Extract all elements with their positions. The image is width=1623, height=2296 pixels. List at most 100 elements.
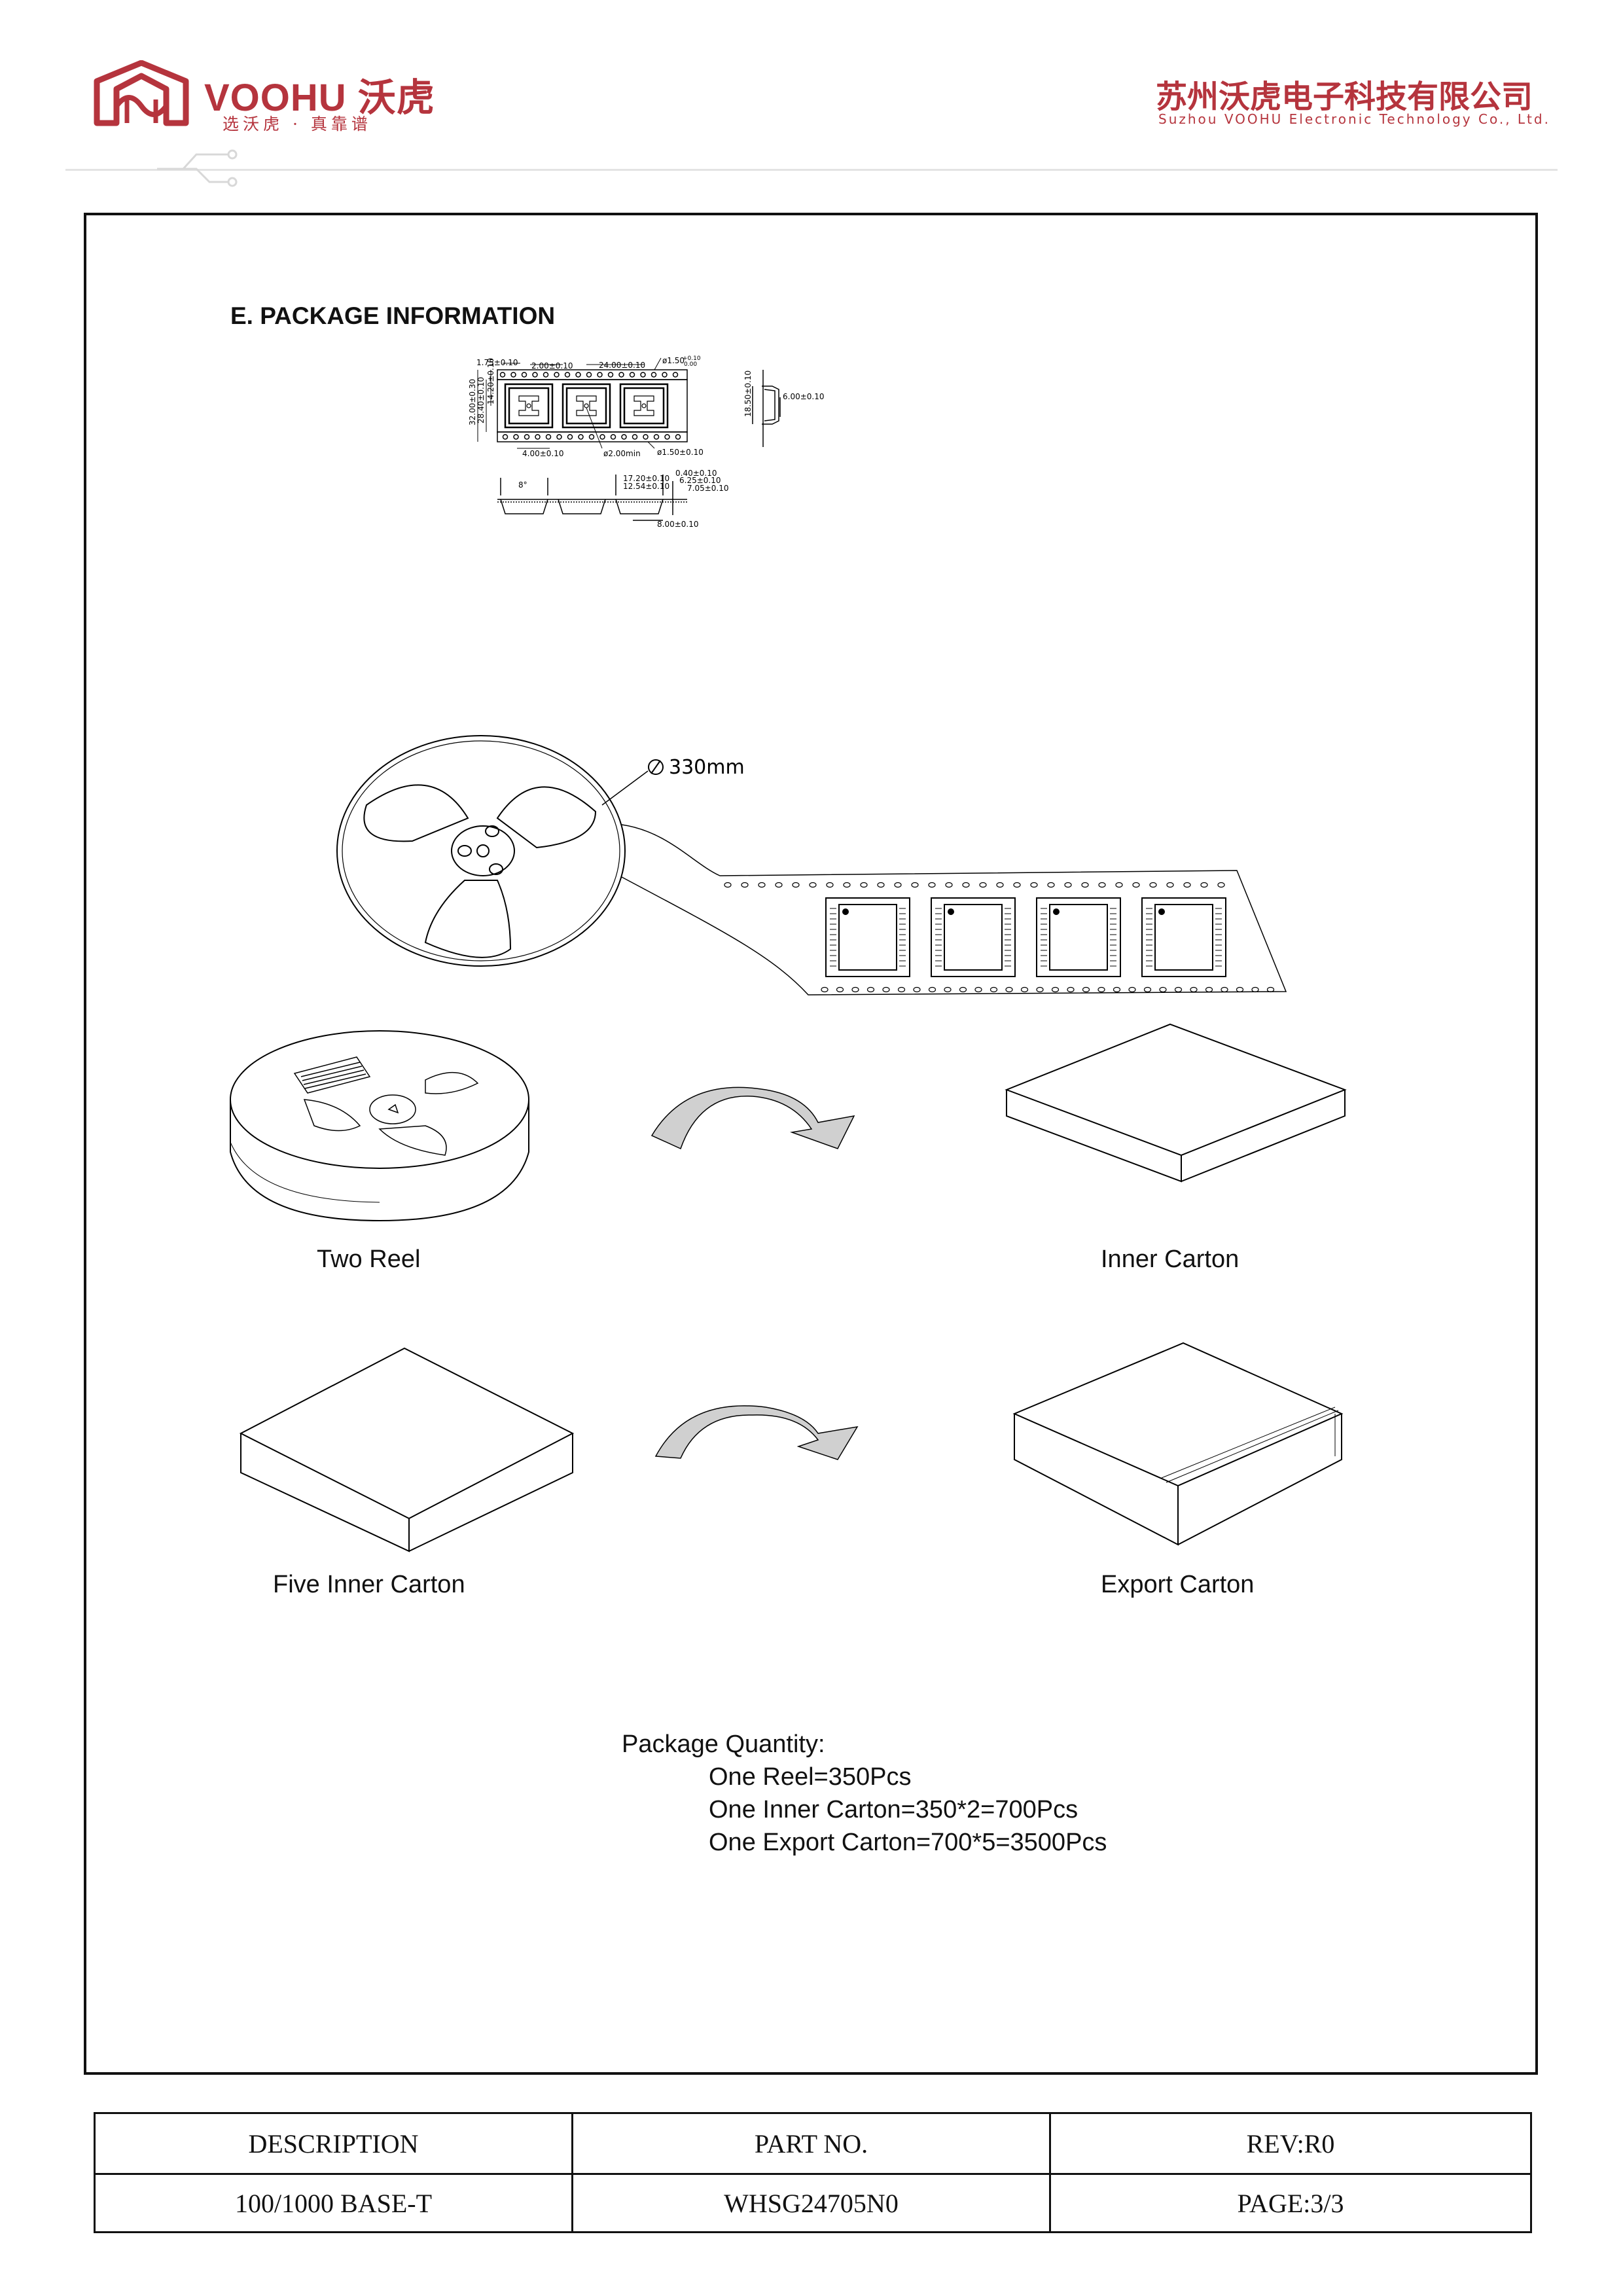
- dim-17-20: 17.20±0.10: [623, 474, 669, 483]
- sprocket-hole: [618, 372, 624, 378]
- tape-hole: [1064, 882, 1072, 888]
- dim-angle: 8°: [518, 480, 527, 490]
- label-inner-carton: Inner Carton: [1101, 1246, 1240, 1273]
- reel-diameter-label: 330mm: [669, 756, 745, 779]
- page-number: PAGE:3/3: [1237, 2188, 1344, 2218]
- pocket: [931, 897, 1016, 977]
- component: [1049, 904, 1108, 971]
- tape-hole: [866, 986, 875, 993]
- tape-hole: [775, 882, 783, 888]
- tape-hole: [809, 882, 817, 888]
- tape-hole: [1143, 986, 1152, 993]
- part-no-value: WHSG24705N0: [724, 2188, 899, 2218]
- dim-28-40: 28.40±0.10: [476, 377, 486, 423]
- tape-hole: [1020, 986, 1029, 993]
- packing-step-two-drawing: [239, 1342, 1344, 1552]
- tape-hole: [945, 882, 953, 888]
- dim-0-40: 0.40±0.10: [675, 469, 717, 478]
- dim-7-05: 7.05±0.10: [687, 484, 729, 493]
- tape-hole: [1166, 882, 1174, 888]
- dim-2-00-min: ø2.00min: [603, 449, 641, 458]
- brand-wordmark: VOOHU 沃虎: [204, 77, 435, 119]
- dim-6-00: 6.00±0.10: [783, 392, 825, 401]
- sprocket-hole: [651, 372, 657, 378]
- sprocket-hole: [499, 372, 506, 378]
- tape-hole: [979, 882, 987, 888]
- sprocket-hole: [556, 434, 562, 440]
- sprocket-hole: [599, 434, 605, 440]
- pin1-dot: [1053, 908, 1060, 915]
- tape-hole: [826, 882, 834, 888]
- tape-hole: [882, 986, 890, 993]
- label-two-reel: Two Reel: [317, 1246, 421, 1273]
- sprocket-hole: [662, 372, 668, 378]
- sprocket-hole: [588, 434, 595, 440]
- tape-hole: [928, 882, 936, 888]
- tape-hole: [1030, 882, 1038, 888]
- revision-header: REV:R0: [1246, 2128, 1335, 2159]
- sprocket-hole: [567, 434, 573, 440]
- sprocket-hole: [554, 372, 560, 378]
- content-frame: [84, 213, 1538, 2075]
- dim-8-00: 8.00±0.10: [657, 520, 699, 529]
- dim-1-50: ø1.50±0.10: [657, 448, 704, 457]
- pocket: [825, 897, 910, 977]
- brand-slogan: 选沃虎 · 真靠谱: [223, 115, 372, 134]
- pocket: [1036, 897, 1121, 977]
- tape-hole: [1251, 986, 1259, 993]
- tape-hole: [1113, 986, 1121, 993]
- tape-hole: [1115, 882, 1123, 888]
- label-export-carton: Export Carton: [1101, 1571, 1255, 1598]
- tape-hole: [1132, 882, 1140, 888]
- tape-hole: [913, 986, 921, 993]
- tape-hole: [911, 882, 919, 888]
- component: [944, 904, 1003, 971]
- sprocket-hole: [521, 372, 527, 378]
- tape-hole: [996, 882, 1004, 888]
- tape-hole: [1149, 882, 1157, 888]
- dim-32-00: 32.00±0.30: [468, 379, 477, 425]
- sprocket-hole: [640, 372, 646, 378]
- dim-4-00: 4.00±0.10: [522, 449, 564, 458]
- component: [838, 904, 897, 971]
- footer-table: DESCRIPTION PART NO. REV:R0 100/1000 BAS…: [94, 2112, 1532, 2233]
- label-five-inner-carton: Five Inner Carton: [273, 1571, 465, 1598]
- dim-hole-tol-plus: +0.10: [683, 355, 701, 362]
- part-no-header: PART NO.: [754, 2128, 868, 2159]
- tape-hole: [1097, 986, 1105, 993]
- sprocket-hole: [597, 372, 603, 378]
- sprocket-hole: [513, 434, 519, 440]
- tape-hole: [974, 986, 982, 993]
- sprocket-hole: [629, 372, 635, 378]
- tape-hole: [741, 882, 749, 888]
- tape-hole: [1036, 986, 1044, 993]
- quantity-line-inner: One Inner Carton=350*2=700Pcs: [709, 1796, 1079, 1823]
- sprocket-hole: [532, 372, 538, 378]
- tape-hole: [928, 986, 936, 993]
- sprocket-hole: [621, 434, 627, 440]
- tape-hole: [1200, 882, 1208, 888]
- dim-1-75: 1.75±0.10: [476, 358, 518, 367]
- dim-18-50: 18.50±0.10: [743, 370, 753, 417]
- tape-hole: [1128, 986, 1136, 993]
- dim-hole-tol-minus: 0.00: [684, 361, 697, 368]
- sprocket-hole: [524, 434, 530, 440]
- sprocket-hole: [575, 372, 581, 378]
- company-name-cn: 苏州沃虎电子科技有限公司: [1156, 79, 1533, 115]
- reel-with-tape-drawing: 330mm: [336, 735, 1287, 996]
- dim-14-20: 14.20±0.10: [486, 358, 495, 404]
- voohu-logo-icon: [94, 60, 189, 126]
- pin1-dot: [842, 908, 849, 915]
- component: [1154, 904, 1213, 971]
- tape-hole: [724, 882, 732, 888]
- sprocket-hole: [502, 434, 508, 440]
- tape-hole: [1081, 882, 1089, 888]
- tape-hole: [836, 986, 844, 993]
- sprocket-hole: [564, 372, 571, 378]
- tape-hole: [1047, 882, 1055, 888]
- dim-6-25: 6.25±0.10: [679, 476, 721, 485]
- pin1-dot: [948, 908, 954, 915]
- tape-hole: [1205, 986, 1213, 993]
- tape-hole: [1159, 986, 1167, 993]
- tape-hole: [1051, 986, 1060, 993]
